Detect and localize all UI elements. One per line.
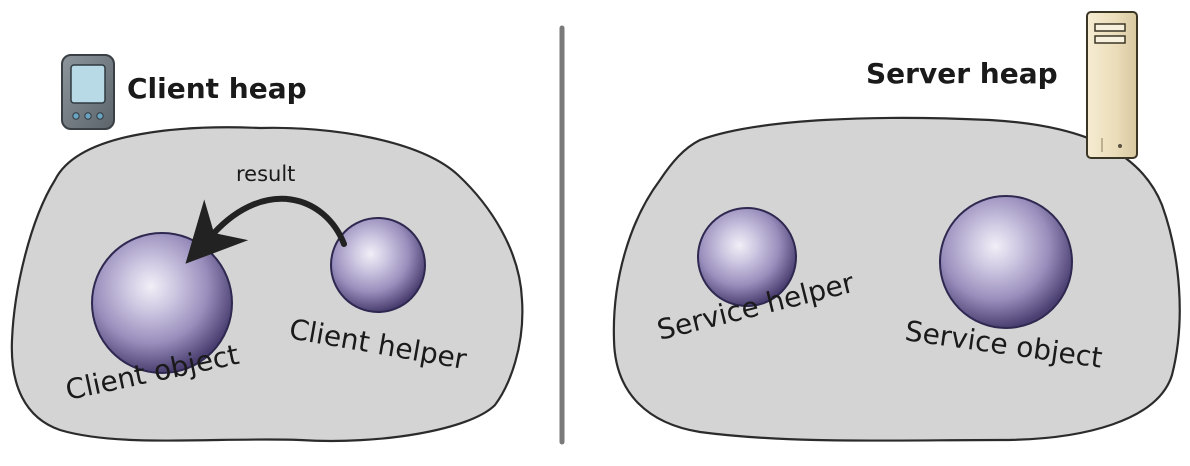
client-helper-sphere: [331, 218, 425, 312]
result-label: result: [236, 162, 295, 186]
server-heap-title: Server heap: [866, 57, 1058, 90]
client-heap-title: Client heap: [127, 72, 307, 105]
server-heap-blob: [614, 118, 1180, 441]
server-tower-icon: [1087, 12, 1137, 158]
pda-icon: [62, 55, 114, 129]
service-object-sphere: [940, 196, 1072, 328]
